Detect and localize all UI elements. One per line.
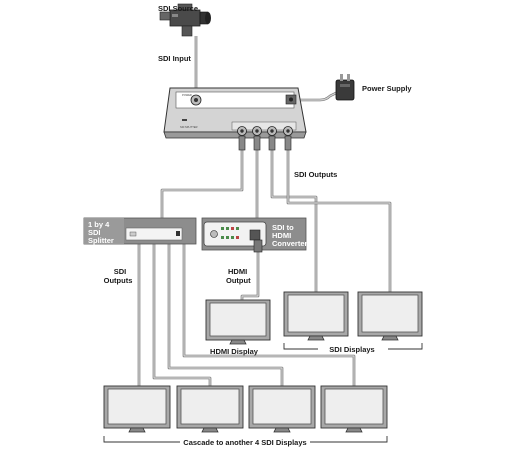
cascade-display-2-monitor-icon — [176, 385, 244, 433]
output-cable-1 — [160, 150, 244, 218]
output-cable-4 — [286, 150, 392, 292]
sdi-source-label: SDI Source — [158, 4, 198, 13]
bnc-input-connector — [190, 94, 202, 106]
cascade-splitter-device — [83, 217, 197, 245]
dc-power-jack — [285, 94, 297, 105]
power-supply-label: Power Supply — [362, 84, 412, 93]
converter-label-2: HDMI — [272, 231, 291, 240]
output-cable-3 — [270, 150, 318, 292]
splitter-label-3: Splitter — [88, 236, 114, 245]
cascade-display-1-monitor-icon — [103, 385, 171, 433]
main-splitter-device: POWER SDI SPLITTER — [163, 87, 307, 151]
splitter-label-2: SDI — [88, 228, 101, 237]
hdmi-output-label-1: HDMI — [228, 267, 247, 276]
bnc-plugs — [238, 135, 292, 151]
svg-text:SDI SPLITTER: SDI SPLITTER — [180, 125, 198, 129]
cascade-display-4-monitor-icon — [320, 385, 388, 433]
svg-text:POWER: POWER — [182, 93, 192, 97]
sdi-display-2-monitor-icon — [357, 291, 423, 341]
hdmi-cable — [240, 252, 260, 300]
converter-label-1: SDI to — [272, 223, 294, 232]
camera-icon — [159, 3, 211, 37]
splitter-label-1: 1 by 4 — [88, 220, 110, 229]
cascade-cable-2 — [152, 242, 212, 386]
hdmi-display-label: HDMI Display — [210, 347, 259, 356]
converter-label-3: Converter — [272, 239, 308, 248]
splitter-outputs-label-2: Outputs — [104, 276, 133, 285]
sdi-displays-label: SDI Displays — [329, 345, 374, 354]
hdmi-output-label-2: Output — [226, 276, 251, 285]
power-supply-adapter — [335, 74, 355, 101]
converter-device — [201, 217, 307, 253]
cascade-cable-4 — [182, 242, 356, 386]
splitter-outputs-label-1: SDI — [114, 267, 127, 276]
cables — [137, 36, 392, 386]
sdi-input-label: SDI Input — [158, 54, 191, 63]
hdmi-display-monitor-icon — [205, 299, 271, 345]
cascade-label: Cascade to another 4 SDI Displays — [183, 438, 306, 447]
sdi-display-1-monitor-icon — [283, 291, 349, 341]
bnc-output-connectors — [231, 121, 297, 136]
cascade-display-3-monitor-icon — [248, 385, 316, 433]
power-cable — [300, 90, 339, 102]
sdi-outputs-label: SDI Outputs — [294, 170, 337, 179]
cascade-cable-3 — [167, 242, 284, 386]
